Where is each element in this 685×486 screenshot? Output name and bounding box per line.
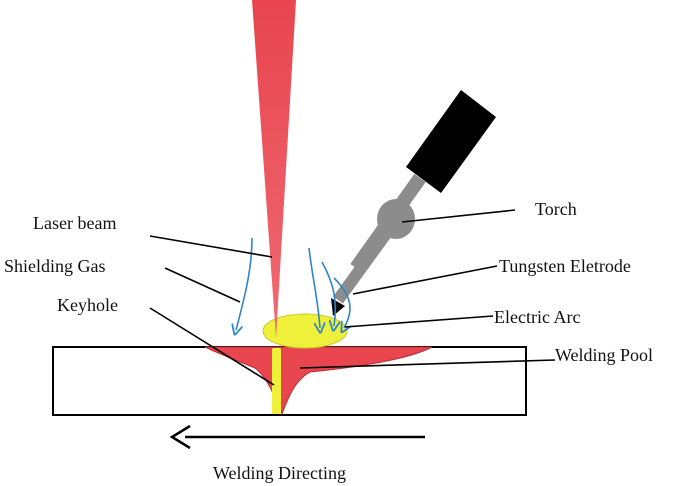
leader-laser-beam	[149, 235, 273, 258]
leader-keyhole	[149, 307, 275, 386]
welding-pool	[204, 346, 433, 416]
label-laser-beam: Laser beam	[33, 213, 116, 233]
gas-arrow-right	[333, 277, 350, 328]
label-keyhole: Keyhole	[57, 295, 118, 315]
leader-tungsten-electrode	[352, 265, 498, 295]
label-welding-direction: Welding Directing	[213, 463, 346, 483]
gas-arrow-mid-left	[308, 247, 320, 328]
shielding-gas-arrows	[236, 237, 350, 330]
label-shielding-gas: Shielding Gas	[4, 256, 106, 276]
label-tungsten-electrode: Tungsten Eletrode	[499, 256, 631, 276]
label-electric-arc: Electric Arc	[494, 307, 580, 327]
leader-shielding-gas	[164, 267, 241, 303]
torch-knob	[377, 199, 415, 239]
leader-welding-pool	[299, 359, 556, 369]
leader-electric-arc	[344, 315, 494, 328]
gas-arrow-left	[236, 237, 253, 330]
label-welding-pool: Welding Pool	[555, 345, 653, 365]
torch-handle	[406, 90, 496, 193]
laser-beam	[252, 0, 296, 338]
left-arrow-icon	[169, 424, 425, 450]
leader-torch	[401, 209, 516, 223]
label-torch: Torch	[535, 199, 577, 219]
gas-arrow-mid-right	[321, 261, 335, 326]
keyhole	[272, 348, 281, 414]
